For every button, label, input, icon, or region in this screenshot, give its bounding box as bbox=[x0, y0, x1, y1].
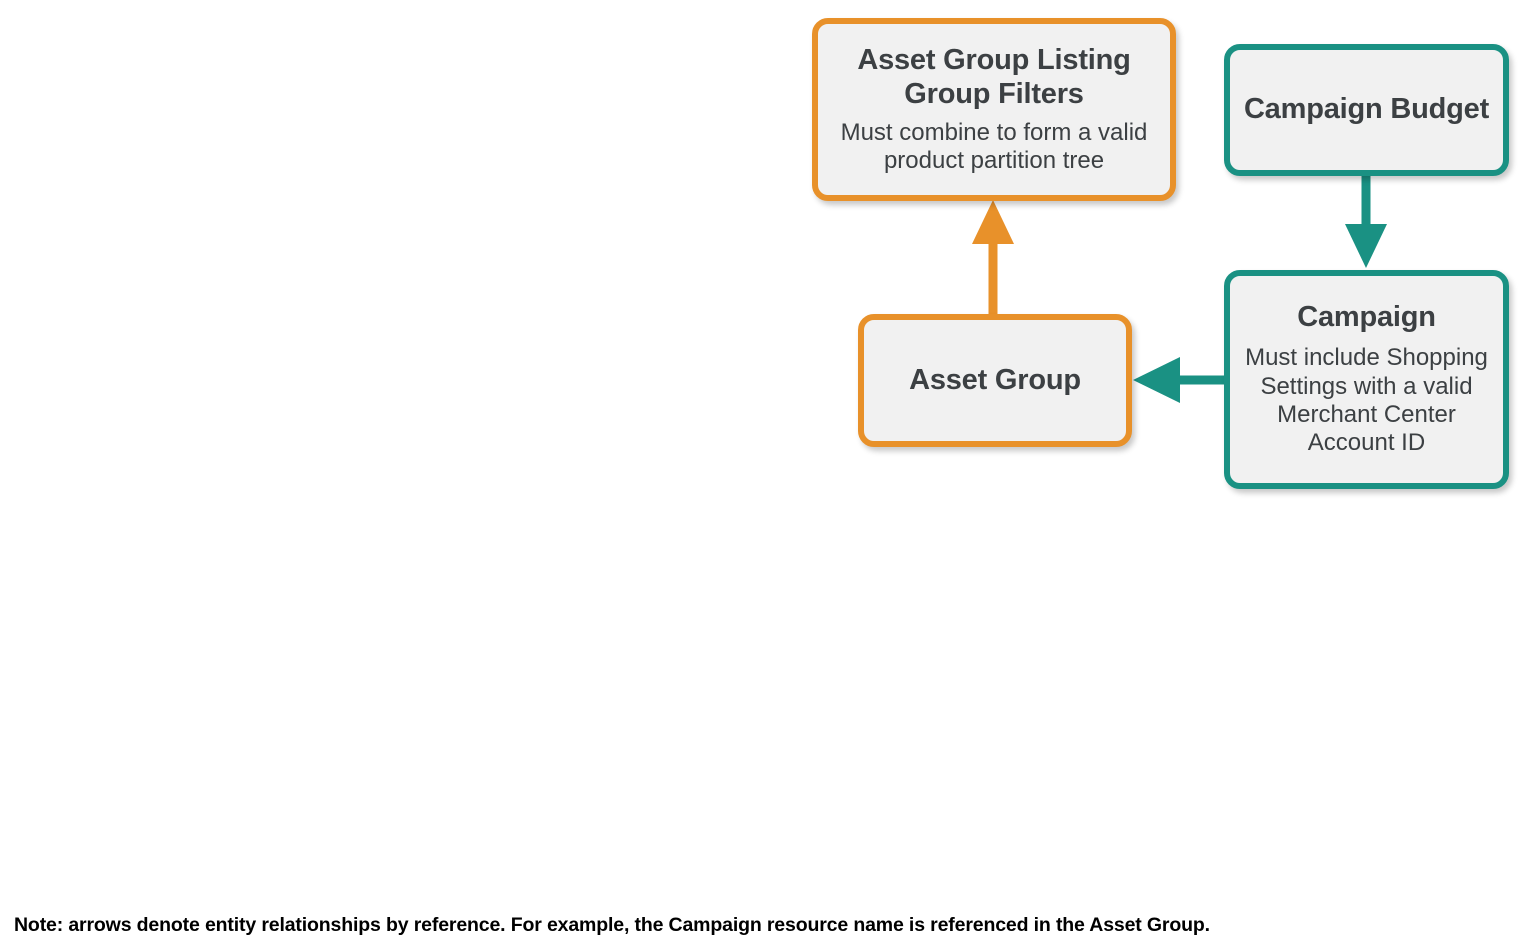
arrowhead-up-orange bbox=[972, 200, 1014, 244]
edge-asset-group-to-filters bbox=[972, 200, 1014, 318]
diagram-footnote: Note: arrows denote entity relationships… bbox=[14, 914, 1210, 936]
edge-campaign-to-asset-group bbox=[1133, 357, 1226, 403]
node-title-asset-group-listing-group-filters: Asset Group Listing Group Filters bbox=[857, 43, 1131, 110]
node-asset-group[interactable]: Asset Group bbox=[858, 314, 1132, 447]
node-title-campaign: Campaign bbox=[1297, 301, 1436, 334]
node-asset-group-listing-group-filters[interactable]: Asset Group Listing Group Filters Must c… bbox=[812, 18, 1176, 201]
node-subtitle-asset-group-listing-group-filters: Must combine to form a valid product par… bbox=[840, 118, 1148, 174]
node-campaign[interactable]: Campaign Must include Shopping Settings … bbox=[1224, 270, 1509, 489]
node-title-asset-group: Asset Group bbox=[909, 363, 1081, 396]
node-title-campaign-budget: Campaign Budget bbox=[1243, 93, 1490, 126]
arrowhead-down-teal bbox=[1345, 224, 1387, 268]
node-campaign-budget[interactable]: Campaign Budget bbox=[1224, 44, 1509, 176]
edge-campaign-budget-to-campaign bbox=[1345, 172, 1387, 268]
arrowhead-left-teal bbox=[1133, 357, 1180, 403]
node-subtitle-campaign: Must include Shopping Settings with a va… bbox=[1245, 344, 1488, 457]
